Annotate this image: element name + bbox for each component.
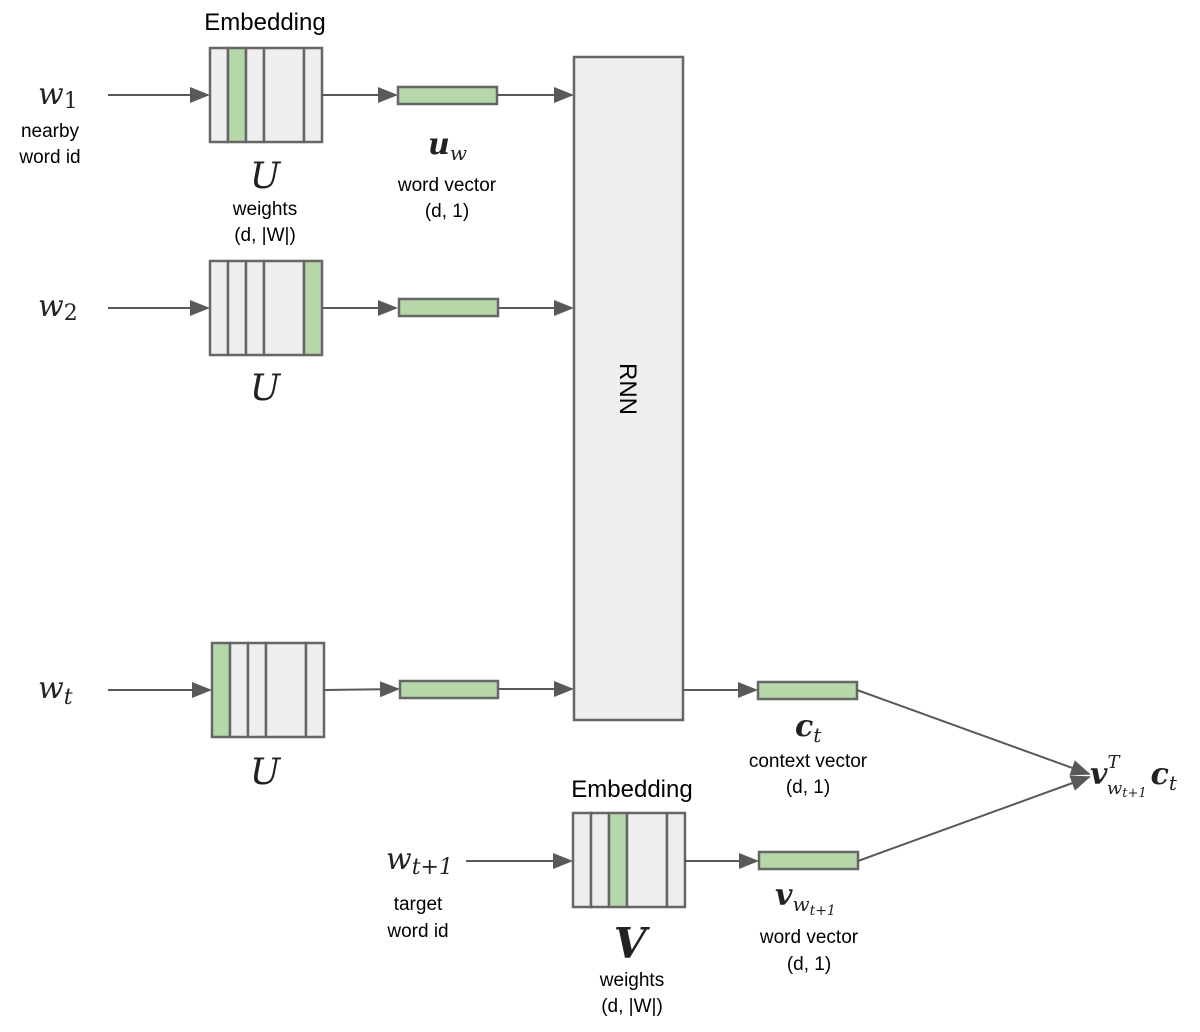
matrix-column	[262, 46, 306, 144]
ct-caption-line1: context vector	[749, 751, 868, 772]
uw-caption-line2: (d, 1)	[425, 201, 469, 222]
ct-caption-line2: (d, 1)	[786, 777, 830, 798]
vector-vwt1	[757, 850, 860, 871]
u-label-1: U	[250, 156, 282, 197]
embedding-title-top: Embedding	[204, 9, 325, 36]
embedding-matrix-ut	[210, 641, 326, 739]
arrow-vwt1-to-output	[857, 775, 1091, 862]
matrix-column	[264, 641, 308, 739]
matrix-column	[226, 259, 248, 357]
matrix-column	[246, 641, 268, 739]
w1-caption-line2: word id	[18, 147, 80, 168]
arrow-embeddingt-to-vector	[323, 681, 400, 698]
matrix-column	[208, 259, 230, 357]
matrix-column	[244, 259, 266, 357]
embedding-matrix-v	[571, 811, 687, 909]
matrix-column	[571, 811, 593, 909]
embedding-title-bottom: Embedding	[571, 776, 692, 803]
weights-caption-line1-top: weights	[232, 199, 297, 220]
vector-ut	[398, 679, 500, 700]
vector-uw	[396, 85, 499, 106]
rnn-label: RNN	[614, 363, 641, 415]
w2-symbol: w2	[38, 289, 78, 326]
arrow-ct-to-output	[856, 689, 1091, 776]
ct-symbol: ct	[795, 709, 822, 747]
vwt1-caption-line1: word vector	[759, 927, 859, 948]
input-w1: w1 nearby word id	[18, 77, 80, 168]
wt-symbol: wt	[38, 671, 73, 710]
wt1-caption-line2: word id	[386, 921, 448, 942]
wt1-symbol: wt+1	[386, 842, 453, 880]
weights-caption-line1-bottom: weights	[599, 970, 664, 991]
w1-symbol: w1	[38, 77, 78, 114]
matrix-column	[244, 46, 266, 144]
wt1-caption-line1: target	[394, 894, 443, 915]
uw-caption-line1: word vector	[397, 175, 497, 196]
w1-caption-line1: nearby	[21, 121, 80, 142]
matrix-column	[665, 811, 687, 909]
matrix-column-selected	[226, 46, 248, 144]
matrix-column	[625, 811, 669, 909]
matrix-column	[208, 46, 230, 144]
matrix-column	[262, 259, 306, 357]
vector-ct	[756, 680, 859, 701]
uw-symbol: uw	[428, 127, 467, 165]
rnn-block	[572, 55, 685, 722]
weights-caption-line2-top: (d, |W|)	[234, 225, 296, 246]
u-label-2: U	[250, 368, 282, 409]
vector-u2	[397, 297, 500, 318]
vwt1-caption-line2: (d, 1)	[787, 954, 831, 975]
v-label: V	[614, 919, 651, 968]
matrix-column-selected	[302, 259, 324, 357]
embedding-matrix-u2	[208, 259, 324, 357]
matrix-column	[228, 641, 250, 739]
matrix-column	[304, 641, 326, 739]
matrix-column	[302, 46, 324, 144]
vwt1-symbol: vwt+1	[775, 878, 836, 919]
weights-caption-line2-bottom: (d, |W|)	[601, 996, 663, 1017]
embedding-matrix-u1	[208, 46, 324, 144]
matrix-column-selected	[607, 811, 629, 909]
u-label-t: U	[250, 752, 282, 793]
matrix-column	[589, 811, 611, 909]
matrix-column-selected	[210, 641, 232, 739]
